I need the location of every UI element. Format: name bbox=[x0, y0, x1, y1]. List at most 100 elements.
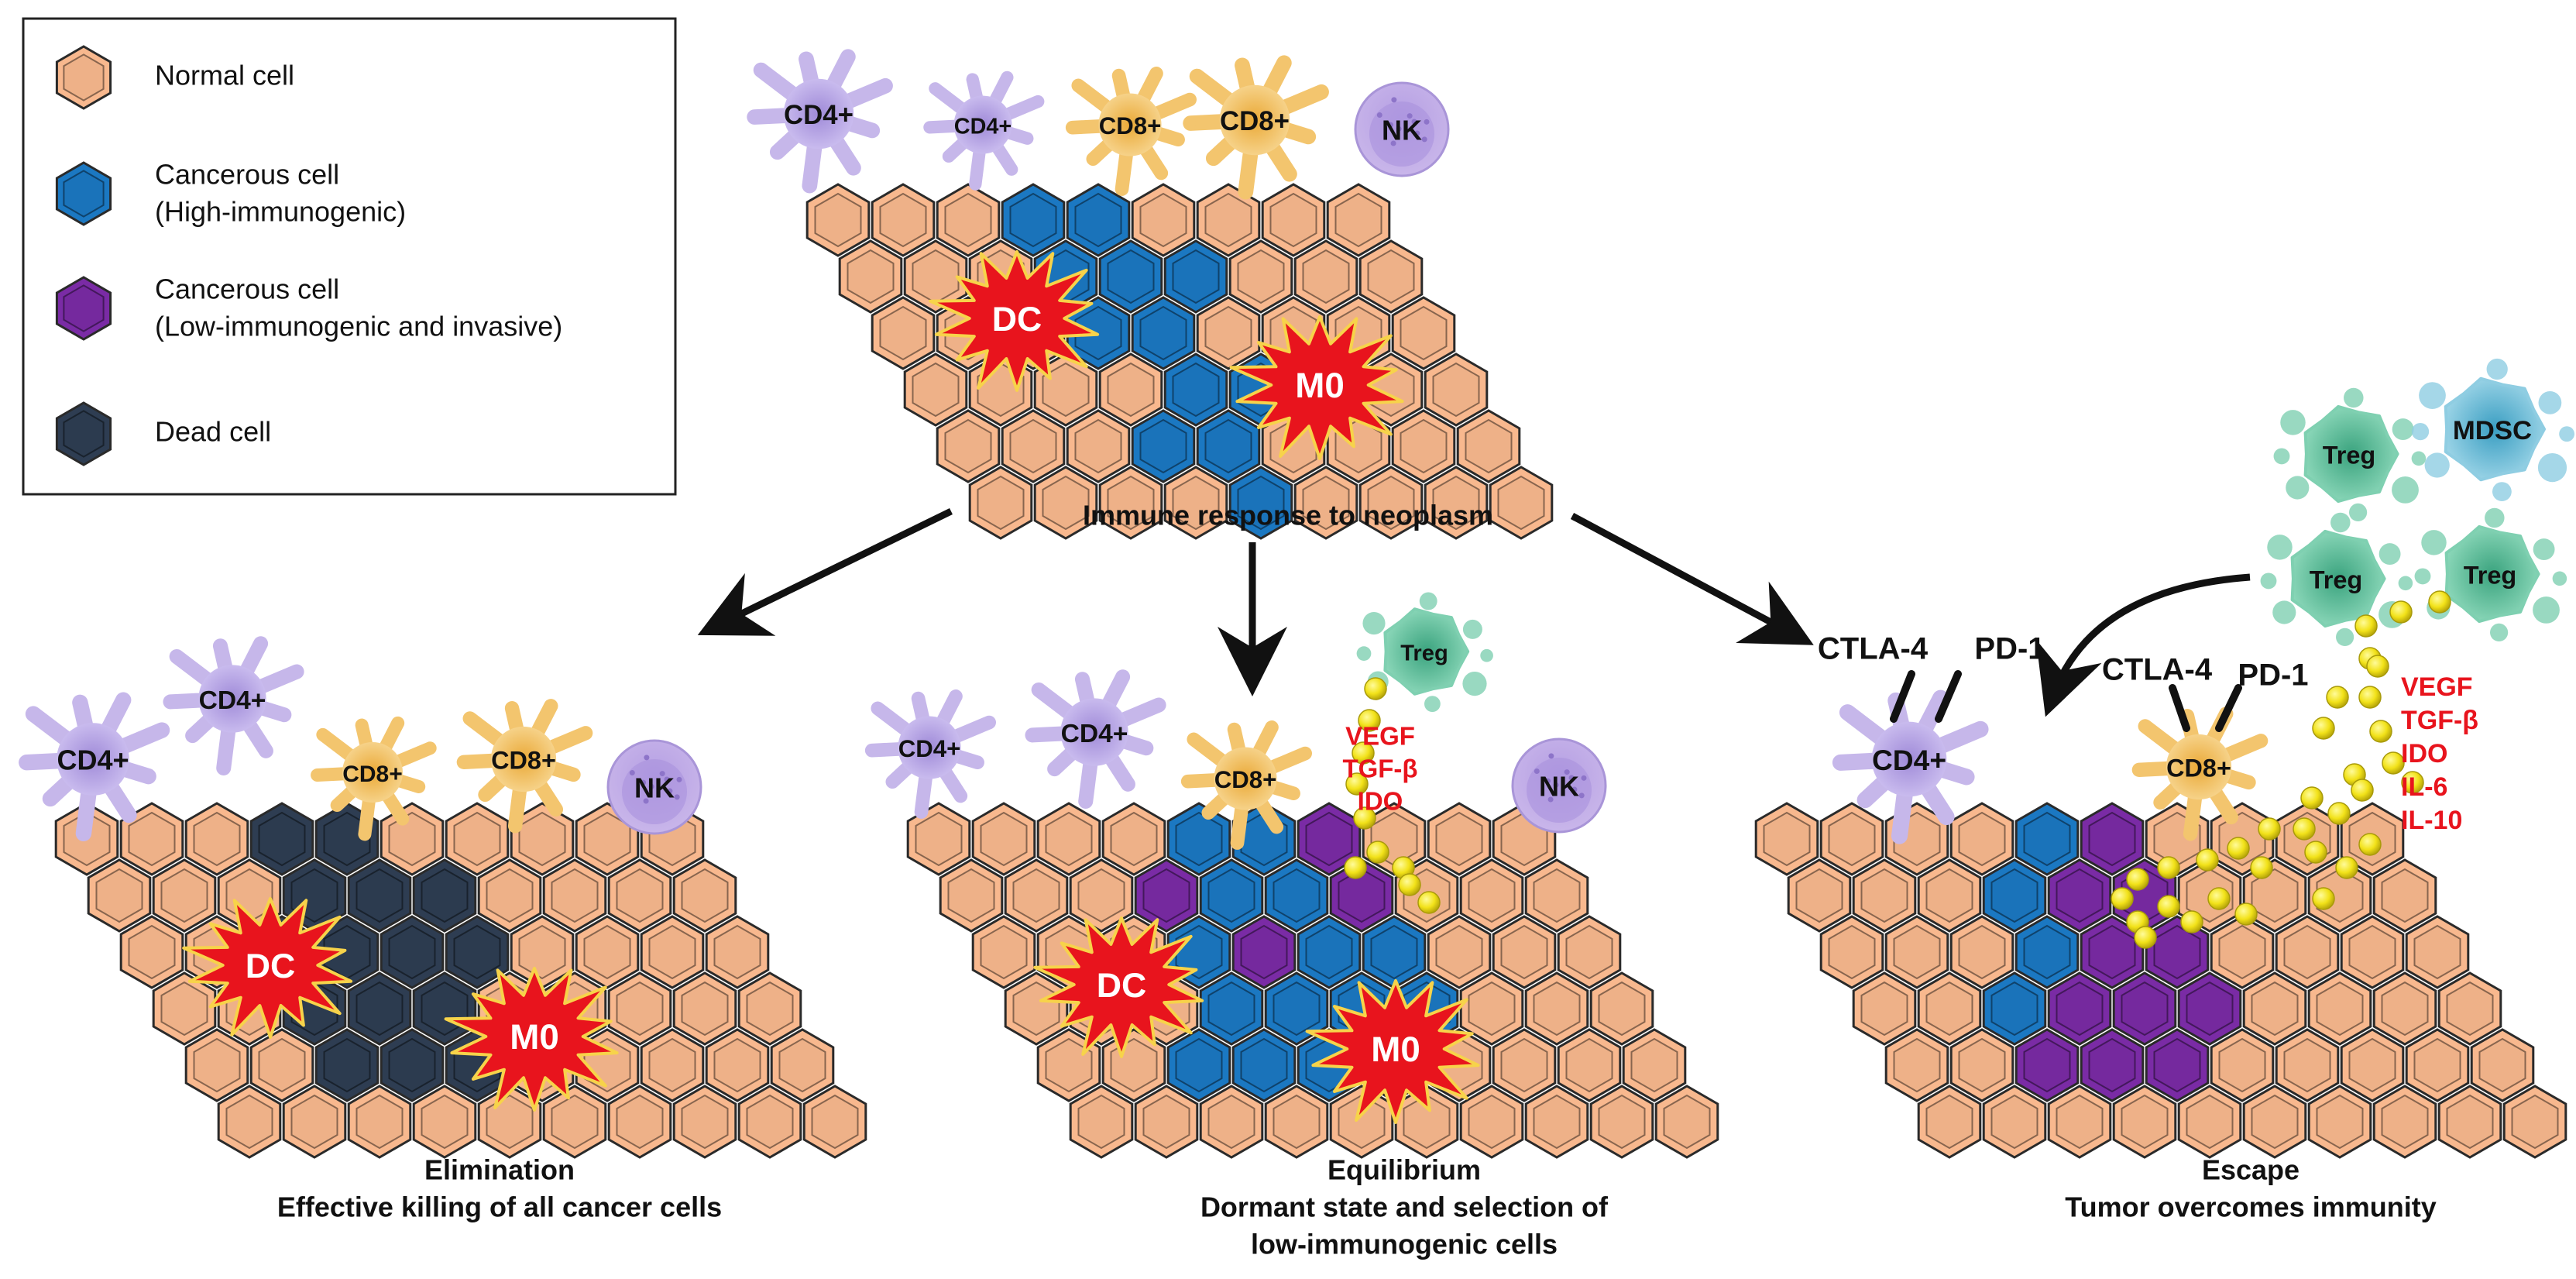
normal-cell bbox=[412, 1085, 477, 1159]
cytokine-dot bbox=[2351, 779, 2374, 802]
dead-cell bbox=[412, 971, 477, 1046]
normal-cell bbox=[672, 1085, 737, 1159]
m0-cell-label: M0 bbox=[1371, 1030, 1420, 1069]
arrow-to-elimination bbox=[697, 507, 953, 636]
high-cell bbox=[1001, 183, 1066, 257]
cytokine-dot bbox=[1398, 873, 1421, 896]
caption-top-line: Immune response to neoplasm bbox=[1083, 500, 1493, 531]
normal-cell bbox=[1492, 915, 1557, 989]
high-cell bbox=[1098, 239, 1163, 314]
normal-cell bbox=[2437, 1085, 2502, 1159]
cd4-cell: CD4+ bbox=[864, 689, 997, 819]
tissue-top bbox=[805, 183, 1554, 540]
caption-escape-line: Tumor overcomes immunity bbox=[2065, 1191, 2436, 1223]
high-cell bbox=[1264, 858, 1329, 933]
normal-cell bbox=[939, 858, 1004, 933]
nk-cell: NK bbox=[606, 739, 702, 835]
cytokine-dot bbox=[2327, 802, 2351, 825]
nk-cell-label: NK bbox=[1382, 115, 1422, 146]
cytokine-dot bbox=[2157, 895, 2180, 918]
cytokine-dot bbox=[2369, 720, 2392, 743]
normal-cell bbox=[2275, 915, 2340, 989]
cytokine-dot bbox=[2227, 837, 2250, 860]
cd4-cell-label: CD4+ bbox=[199, 686, 266, 715]
cd4-cell: CD4+ bbox=[923, 70, 1045, 191]
treg-cell: Treg bbox=[2260, 512, 2413, 647]
normal-cell bbox=[1427, 915, 1492, 989]
dc-cell-label: DC bbox=[992, 301, 1042, 339]
high-cell bbox=[1199, 858, 1264, 933]
normal-cell bbox=[1069, 1085, 1134, 1159]
normal-cell bbox=[1004, 971, 1069, 1046]
normal-cell bbox=[152, 858, 217, 933]
normal-cell bbox=[1622, 1028, 1687, 1102]
normal-cell bbox=[1589, 1085, 1654, 1159]
dead-cell bbox=[347, 858, 412, 933]
pd1-receptor bbox=[1935, 670, 1962, 723]
normal-cell bbox=[2405, 1028, 2470, 1102]
normal-cell bbox=[906, 802, 971, 876]
normal-cell bbox=[445, 802, 510, 876]
normal-cell bbox=[971, 915, 1036, 989]
normal-cell bbox=[2372, 1085, 2437, 1159]
high-cell bbox=[1362, 915, 1427, 989]
normal-cell bbox=[802, 1085, 867, 1159]
cytokine-dot bbox=[2258, 817, 2281, 841]
cytokine-dot bbox=[1344, 856, 1367, 879]
normal-cell bbox=[1004, 858, 1069, 933]
treg-cell: Treg bbox=[2273, 387, 2427, 522]
cd4-cell: CD4+ bbox=[19, 692, 170, 842]
low-cell bbox=[2047, 971, 2112, 1046]
treg-cell-label: Treg bbox=[1400, 641, 1448, 666]
dead-cell bbox=[314, 1028, 380, 1102]
high-cell bbox=[1166, 1028, 1231, 1102]
normal-cell bbox=[1917, 858, 1982, 933]
normal-cell bbox=[1459, 971, 1524, 1046]
normal-cell bbox=[672, 971, 737, 1046]
normal-cell bbox=[1524, 858, 1589, 933]
normal-cell bbox=[55, 45, 112, 110]
normal-cell bbox=[2210, 1028, 2275, 1102]
normal-cell bbox=[903, 352, 968, 427]
normal-cell bbox=[2112, 1085, 2177, 1159]
legend-item-high: Cancerous cell(High-immunogenic) bbox=[55, 159, 406, 228]
normal-cell bbox=[1066, 409, 1131, 483]
normal-cell bbox=[1949, 802, 2014, 876]
pd1-label: PD-1 bbox=[1974, 632, 2045, 666]
low-cell bbox=[2145, 915, 2210, 989]
caption-equilibrium-line: Equilibrium bbox=[1327, 1154, 1481, 1186]
cytokine-dot bbox=[2354, 614, 2378, 638]
nk-cell-label: NK bbox=[1539, 771, 1579, 803]
cytokine-dot bbox=[1358, 709, 1381, 732]
normal-cell bbox=[1654, 1085, 1719, 1159]
normal-cell bbox=[737, 971, 802, 1046]
cytokine-label: IDO bbox=[2401, 739, 2447, 768]
normal-cell bbox=[2210, 915, 2275, 989]
cd4-cell-label: CD4+ bbox=[898, 735, 961, 762]
normal-cell bbox=[510, 802, 575, 876]
treg-cell: Treg bbox=[1356, 592, 1493, 712]
normal-cell bbox=[640, 1028, 705, 1102]
normal-cell bbox=[2275, 1028, 2340, 1102]
cd4-cell: CD4+ bbox=[1025, 669, 1166, 809]
normal-cell bbox=[1557, 915, 1622, 989]
normal-cell bbox=[184, 1028, 249, 1102]
normal-cell bbox=[1293, 466, 1358, 540]
m0-cell-label: M0 bbox=[510, 1017, 559, 1057]
cytokine-dot bbox=[2234, 903, 2258, 926]
normal-cell bbox=[2177, 1085, 2242, 1159]
nk-cell-label: NK bbox=[634, 772, 675, 804]
high-cell bbox=[1231, 1028, 1297, 1102]
normal-cell bbox=[2047, 1085, 2112, 1159]
normal-cell bbox=[1199, 1085, 1264, 1159]
nk-cell: NK bbox=[1354, 81, 1450, 177]
cd4-cell-label: CD4+ bbox=[954, 115, 1012, 139]
normal-cell bbox=[152, 971, 217, 1046]
normal-cell bbox=[936, 409, 1001, 483]
high-cell bbox=[1196, 409, 1261, 483]
legend-label: Dead cell bbox=[155, 416, 271, 448]
caption-elimination-line: Elimination bbox=[424, 1154, 575, 1186]
high-cell bbox=[2014, 802, 2080, 876]
cytokine-label: IDO bbox=[1358, 787, 1403, 816]
